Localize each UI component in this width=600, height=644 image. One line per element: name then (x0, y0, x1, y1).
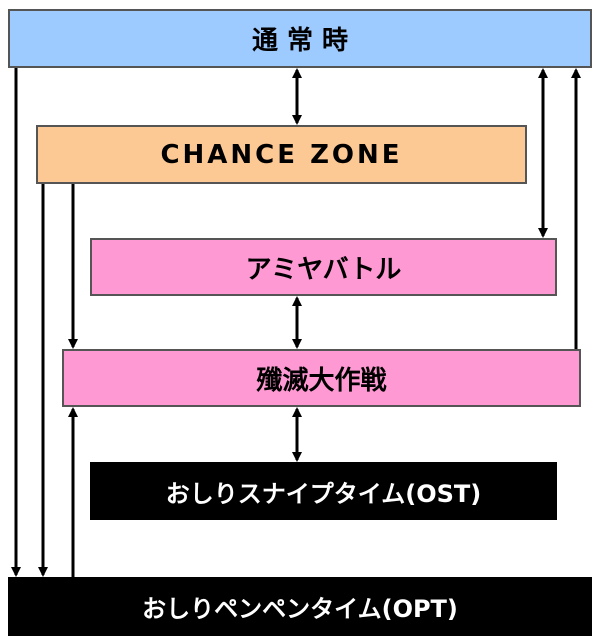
state-amiya-battle-box: アミヤバトル (90, 238, 557, 296)
state-amiya-battle-label: アミヤバトル (245, 254, 402, 285)
state-normal-label: 通 常 時 (251, 26, 349, 56)
state-normal-box: 通 常 時 (8, 9, 592, 68)
state-senmetsu-label: 殲滅大作戦 (256, 365, 387, 396)
state-ost-label: おしりスナイプタイム(OST) (165, 479, 482, 508)
state-chance-zone-box: CHANCE ZONE (36, 125, 527, 184)
state-ost-box: おしりスナイプタイム(OST) (90, 462, 557, 520)
state-chance-zone-label: CHANCE ZONE (160, 139, 403, 170)
state-senmetsu-box: 殲滅大作戦 (62, 349, 581, 407)
state-opt-box: おしりペンペンタイム(OPT) (8, 577, 592, 636)
state-opt-label: おしりペンペンタイム(OPT) (142, 595, 458, 623)
